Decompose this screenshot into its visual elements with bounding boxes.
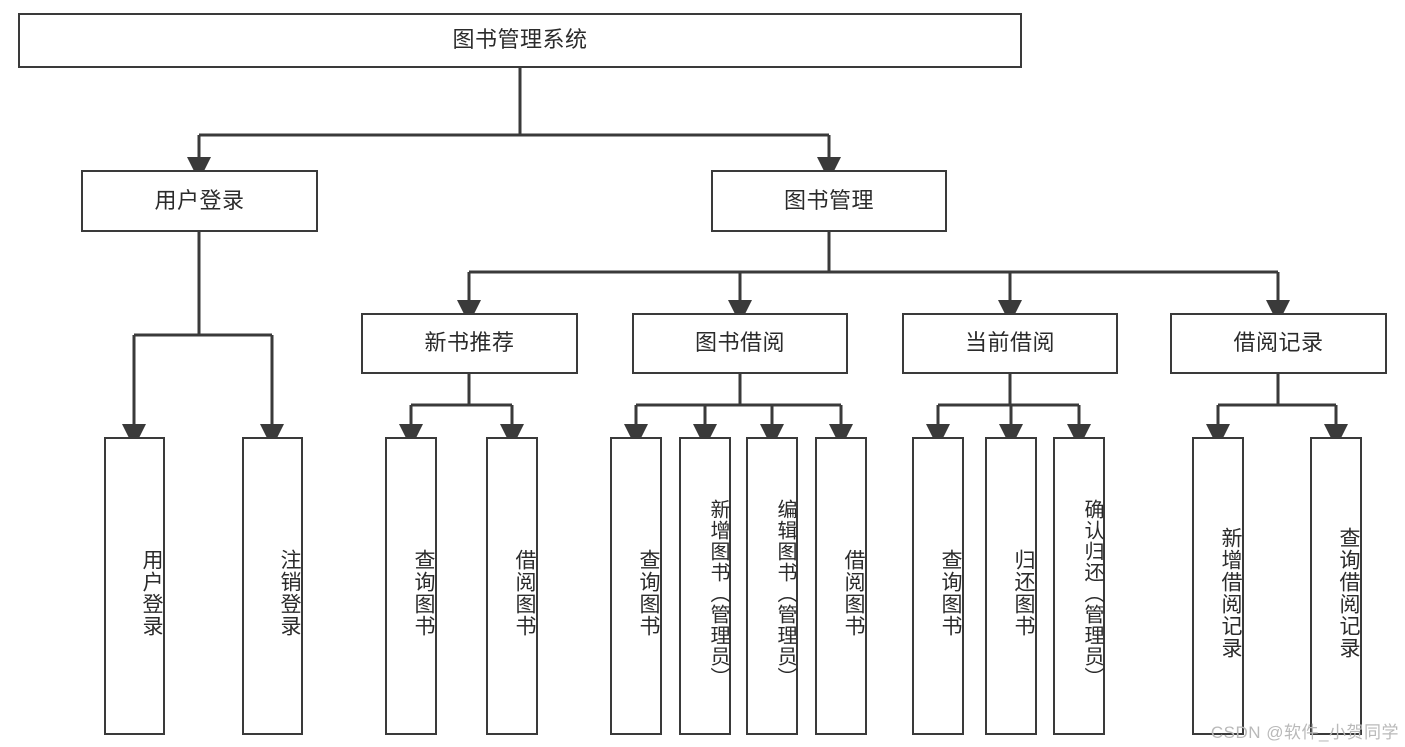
node-user-login[interactable]: 用户登录 xyxy=(81,170,318,232)
csdn-watermark: CSDN @软件_小贺同学 xyxy=(1210,723,1399,742)
leaf-query-book-newbook[interactable]: 查询图书 xyxy=(385,437,437,735)
leaf-return-book[interactable]: 归还图书 xyxy=(985,437,1037,735)
node-borrow-records[interactable]: 借阅记录 xyxy=(1170,313,1387,374)
leaf-query-book-current[interactable]: 查询图书 xyxy=(912,437,964,735)
node-root[interactable]: 图书管理系统 xyxy=(18,13,1022,68)
leaf-confirm-return-admin[interactable]: 确认归还（管理员） xyxy=(1053,437,1105,735)
node-book-management[interactable]: 图书管理 xyxy=(711,170,947,232)
leaf-query-borrow-record[interactable]: 查询借阅记录 xyxy=(1310,437,1362,735)
leaf-add-book-admin[interactable]: 新增图书（管理员） xyxy=(679,437,731,735)
node-current-borrow[interactable]: 当前借阅 xyxy=(902,313,1118,374)
leaf-add-borrow-record[interactable]: 新增借阅记录 xyxy=(1192,437,1244,735)
leaf-edit-book-admin[interactable]: 编辑图书（管理员） xyxy=(746,437,798,735)
leaf-borrow-book[interactable]: 借阅图书 xyxy=(815,437,867,735)
node-book-borrow[interactable]: 图书借阅 xyxy=(632,313,848,374)
leaf-logout[interactable]: 注销登录 xyxy=(242,437,303,735)
leaf-query-book-borrow[interactable]: 查询图书 xyxy=(610,437,662,735)
leaf-borrow-book-newbook[interactable]: 借阅图书 xyxy=(486,437,538,735)
node-new-book-recommend[interactable]: 新书推荐 xyxy=(361,313,578,374)
leaf-user-login[interactable]: 用户登录 xyxy=(104,437,165,735)
